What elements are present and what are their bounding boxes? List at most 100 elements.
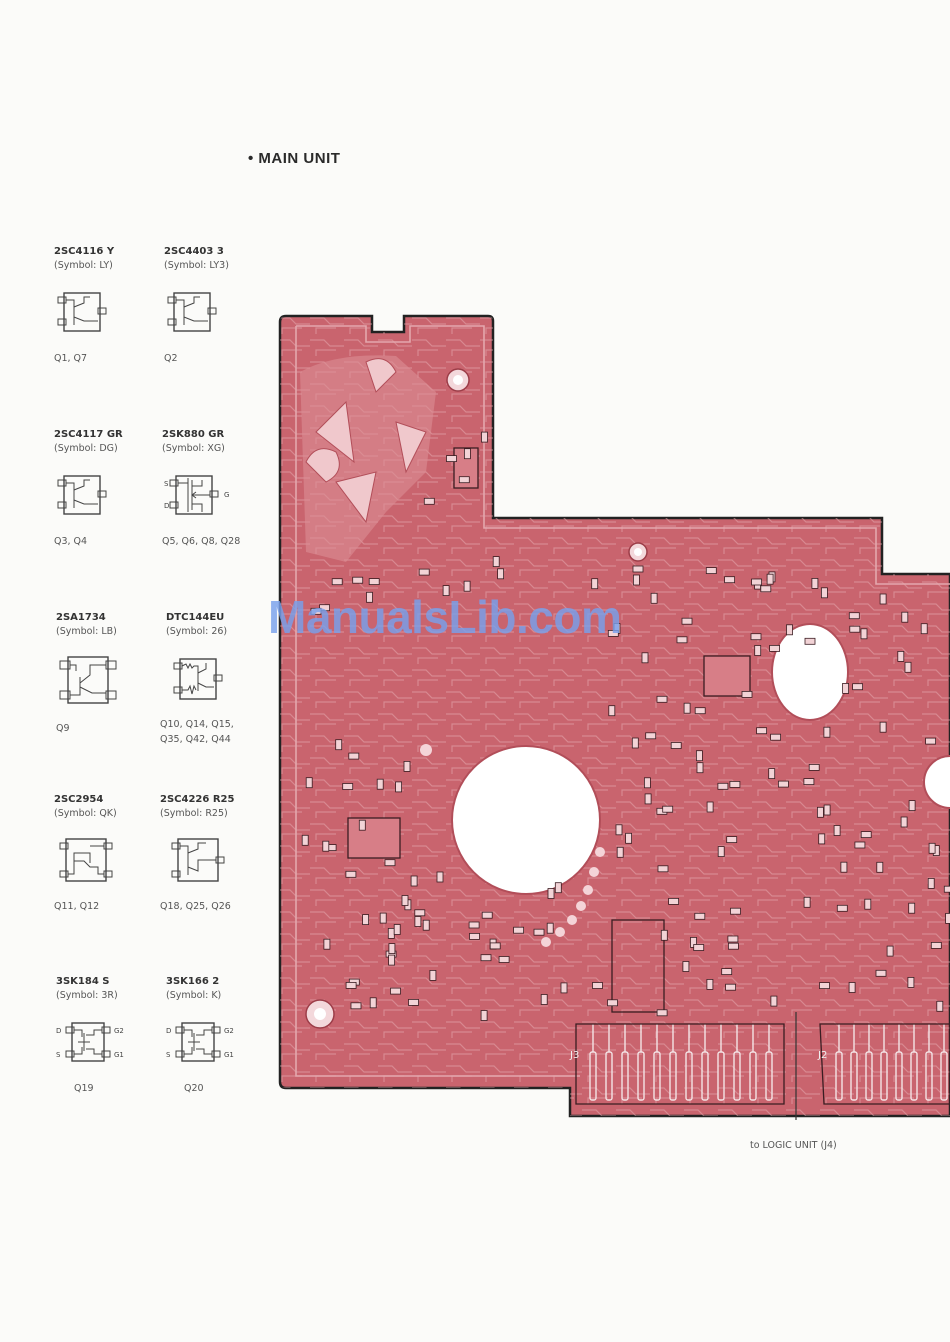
transistor-3pin-icon [167, 292, 217, 332]
smd-component [683, 702, 691, 714]
connector-j3-label: J3 [570, 1050, 580, 1061]
smd-component [310, 607, 322, 615]
symbol-code: (Symbol: XG) [162, 443, 225, 454]
smd-component [463, 448, 471, 460]
reference-designators: Q18, Q25, Q26 [160, 901, 231, 912]
symbol-code: (Symbol: R25) [160, 808, 228, 819]
smd-component [468, 921, 480, 929]
smd-component [670, 742, 682, 749]
smd-component [660, 929, 668, 941]
smd-component [668, 898, 680, 905]
reference-designators: Q9 [56, 723, 70, 734]
smd-component [547, 888, 555, 899]
component-q9: 2SA1734 (Symbol: LB) Q9 [56, 612, 166, 736]
component-q2: 2SC4403 3 (Symbol: LY3) Q2 [164, 246, 274, 366]
symbol-code: (Symbol: QK) [54, 808, 117, 819]
part-number: 3SK184 S [56, 976, 110, 987]
smd-component [819, 982, 830, 989]
smd-component [497, 568, 505, 580]
smd-component [907, 977, 915, 988]
part-number: 2SC4116 Y [54, 246, 115, 257]
smd-component [615, 824, 623, 836]
smd-component [769, 644, 781, 652]
pin-s-label: S [56, 1051, 61, 1059]
dual-gate-mosfet-icon: D S G2 G1 [166, 1022, 234, 1062]
smd-component [305, 777, 313, 789]
smd-component [840, 861, 848, 873]
smd-component [836, 904, 848, 912]
fet-icon: S D G [164, 475, 229, 515]
smd-component [498, 956, 510, 963]
pin-d-label: D [56, 1027, 61, 1035]
smd-component [335, 739, 343, 751]
symbol-code: (Symbol: LY3) [164, 260, 229, 271]
symbol-code: (Symbol: 26) [166, 626, 228, 637]
smd-component [760, 585, 772, 593]
smd-component [616, 846, 624, 858]
watermark: ManualsLib.com [268, 591, 622, 643]
smd-component [390, 987, 401, 995]
smd-component [777, 780, 789, 788]
smd-component [766, 573, 774, 585]
smd-component [608, 705, 616, 717]
smd-component [726, 836, 738, 843]
smd-component [342, 783, 354, 790]
reference-designators: Q3, Q4 [54, 536, 88, 547]
smd-component [811, 577, 819, 589]
connector-j2-label: J2 [818, 1050, 828, 1061]
smd-component [908, 902, 916, 914]
component-q18-q25-q26: 2SC4226 R25 (Symbol: R25) Q18, Q25, Q26 [160, 794, 270, 914]
symbol-code: (Symbol: LB) [56, 626, 117, 637]
smd-component [694, 912, 706, 920]
smd-component [750, 633, 762, 641]
smd-component [694, 707, 706, 715]
part-number: 2SC4226 R25 [160, 794, 235, 805]
smd-component [682, 961, 690, 972]
mounting-hole [451, 745, 601, 895]
part-number: 2SC2954 [54, 794, 104, 805]
smd-component [403, 760, 411, 772]
smd-component [936, 1000, 944, 1012]
smd-component [418, 568, 430, 576]
smd-component [414, 909, 426, 917]
transistor-3pin-icon [57, 475, 107, 515]
transistor-4pin-icon [59, 656, 117, 704]
smd-component [920, 623, 928, 635]
smd-component [489, 942, 501, 950]
smd-component [358, 819, 366, 831]
smd-component [554, 882, 562, 894]
smd-component [458, 476, 470, 484]
smd-component [706, 801, 714, 813]
smd-component [886, 945, 894, 957]
smd-component [607, 629, 619, 637]
smd-component [369, 997, 377, 1009]
transistor-3pin-icon [57, 292, 107, 332]
smd-component [705, 567, 717, 575]
smd-component [803, 778, 815, 786]
pin-g-label: G [224, 491, 229, 499]
smd-component [849, 625, 861, 633]
smd-component [436, 871, 444, 883]
smd-component [625, 832, 633, 844]
smd-component [823, 726, 831, 738]
smd-component [481, 911, 493, 919]
part-number: DTC144EU [166, 612, 225, 623]
smd-component [384, 859, 396, 867]
smd-component [943, 885, 950, 893]
smd-component [401, 895, 409, 906]
smd-component [848, 612, 860, 620]
smd-component [823, 804, 831, 816]
smd-component [643, 777, 651, 789]
smd-component [560, 982, 568, 994]
smd-component [854, 841, 866, 849]
pin-d-label: D [166, 1027, 171, 1035]
smd-component [695, 750, 703, 762]
pin-g1-label: G1 [224, 1051, 234, 1059]
smd-component [729, 780, 741, 788]
smd-component [876, 861, 884, 873]
smd-component [786, 624, 793, 636]
smd-component [546, 922, 554, 934]
smd-component [925, 737, 936, 745]
smd-component [730, 907, 741, 915]
component-q20: 3SK166 2 (Symbol: K) D S G2 G1 Q20 [166, 976, 276, 1096]
